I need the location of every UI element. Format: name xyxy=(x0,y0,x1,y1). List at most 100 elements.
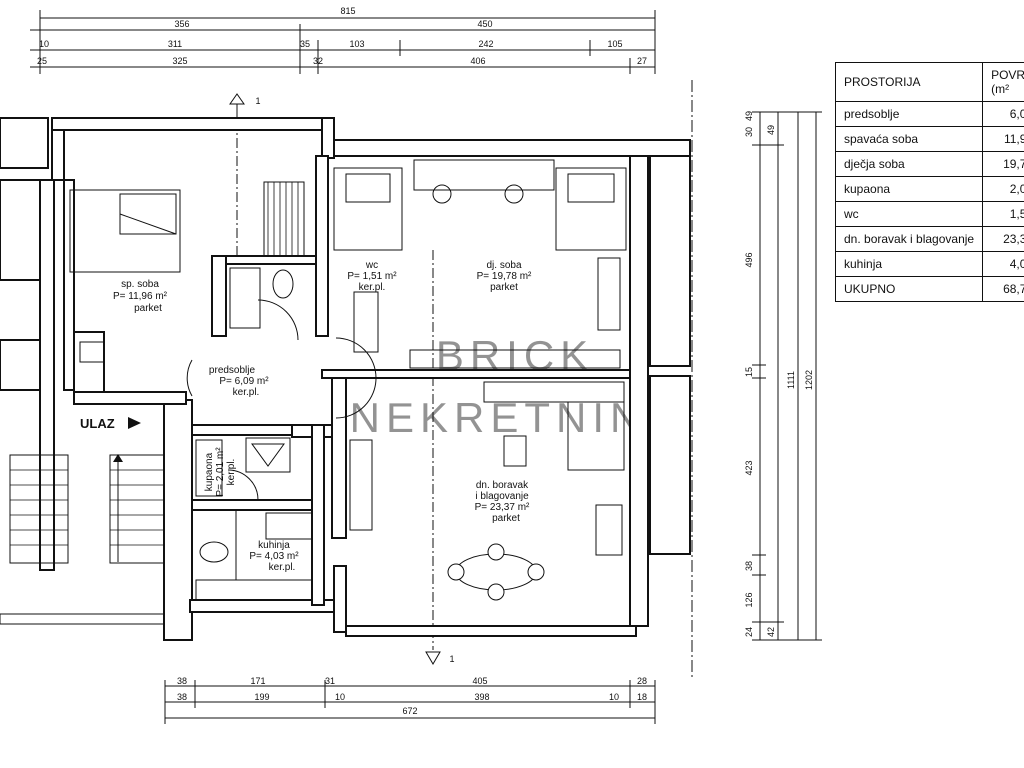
dim-top-right: 450 xyxy=(477,19,492,29)
kitchen-counter-hatch xyxy=(195,509,313,601)
room-predsoblje-area: P= 6,09 m² xyxy=(219,376,269,387)
dim-bot-r1-2: 171 xyxy=(250,676,265,686)
top-dimension-values: 815 356 450 10 311 35 103 242 105 25 325… xyxy=(37,6,647,66)
legend-row-value: 19,78 xyxy=(982,151,1024,177)
dim-side-6: 38 xyxy=(744,561,754,571)
entrance-marker: ULAZ xyxy=(80,416,141,431)
legend-row-value: 2,01 xyxy=(982,176,1024,202)
entrance-label: ULAZ xyxy=(80,416,115,431)
outer-walls xyxy=(0,117,691,641)
room-kupaona: kupaona P= 2,01 m² ker.pl. xyxy=(204,447,237,497)
side-dimension-lines xyxy=(752,111,822,641)
legend-row-name: dječja soba xyxy=(834,151,984,177)
dim-top-r3-2: 311 xyxy=(168,39,182,49)
dim-top-r4-2: 325 xyxy=(172,56,187,66)
staircase xyxy=(0,454,165,625)
dim-bot-r1-4: 405 xyxy=(472,676,487,686)
side-dimension-values: 30 49 496 15 423 38 126 24 49 42 1111 12… xyxy=(744,111,814,637)
dim-bot-r2-4: 398 xyxy=(474,692,489,702)
room-wc: wc P= 1,51 m² ker.pl. xyxy=(347,260,397,293)
dim-side-4: 15 xyxy=(744,367,754,377)
legend-total-label: UKUPNO xyxy=(834,276,984,302)
legend-row-value: 1,51 xyxy=(982,201,1024,227)
entrance-arrow-icon xyxy=(128,417,141,429)
room-wc-area: P= 1,51 m² xyxy=(347,271,397,282)
dim-side-1: 30 xyxy=(744,127,754,137)
section-marker-bottom: 1 xyxy=(425,651,455,665)
room-wc-name: wc xyxy=(365,260,378,271)
room-predsoblje-floor: ker.pl. xyxy=(233,387,260,398)
room-kuhinja-name: kuhinja xyxy=(258,540,290,551)
legend-row-name: kupaona xyxy=(834,176,984,202)
room-dj-soba-floor: parket xyxy=(490,282,518,293)
dim-top-r3-6: 105 xyxy=(607,39,622,49)
legend-row-name: spavaća soba xyxy=(834,126,984,152)
section-marker-top: 1 xyxy=(229,93,261,120)
dim-top-r4-5: 27 xyxy=(637,56,647,66)
dim-side-8: 24 xyxy=(744,627,754,637)
bed-bedroom xyxy=(69,189,181,273)
dim-side-2: 49 xyxy=(744,111,754,121)
legend-row-name: predsoblje xyxy=(834,101,984,127)
dim-bot-r2-1: 38 xyxy=(177,692,187,702)
bottom-dimension-values: 38 171 31 405 28 38 199 10 398 10 18 672 xyxy=(177,676,647,716)
room-boravak-name-1: dn. boravak xyxy=(476,480,529,491)
dim-side-9: 49 xyxy=(766,125,776,135)
legend-header-area: POVRŠ (m² xyxy=(982,62,1024,102)
section-marker-top-label: 1 xyxy=(255,96,260,106)
room-kuhinja-floor: ker.pl. xyxy=(269,562,296,573)
dim-top-r4-4: 406 xyxy=(470,56,485,66)
inner-walls xyxy=(63,155,631,606)
dim-top-r3-3: 35 xyxy=(300,39,310,49)
bottom-dimension-lines xyxy=(164,680,656,724)
dim-bot-r2-5: 10 xyxy=(609,692,619,702)
dim-bot-r2-6: 18 xyxy=(637,692,647,702)
dim-side-3: 496 xyxy=(744,252,754,267)
legend-row-name: dn. boravak i blagovanje xyxy=(834,226,984,252)
room-predsoblje: predsoblje P= 6,09 m² ker.pl. xyxy=(209,365,269,398)
section-marker-bottom-label: 1 xyxy=(449,654,454,664)
room-kuhinja: kuhinja P= 4,03 m² ker.pl. xyxy=(249,540,299,573)
room-dj-soba-name: dj. soba xyxy=(486,260,521,271)
dim-top-r3-1: 10 xyxy=(39,39,49,49)
dim-bot-total: 672 xyxy=(402,706,417,716)
bathroom-fixtures xyxy=(195,437,291,563)
room-sp-soba-name: sp. soba xyxy=(121,279,159,290)
room-kupaona-area: P= 2,01 m² xyxy=(215,447,226,497)
room-boravak-name-2: i blagovanje xyxy=(475,491,529,502)
room-wc-floor: ker.pl. xyxy=(359,282,386,293)
dim-side-12: 1202 xyxy=(804,370,814,390)
dining-table xyxy=(447,543,545,601)
dim-top-r3-4: 103 xyxy=(349,39,364,49)
room-kuhinja-area: P= 4,03 m² xyxy=(249,551,299,562)
room-sp-soba-area: P= 11,96 m² xyxy=(113,291,168,302)
room-predsoblje-name: predsoblje xyxy=(209,365,256,376)
beds-kids-room xyxy=(333,159,627,353)
legend-total-value: 68,75 xyxy=(982,276,1024,302)
legend-row-value: 23,37 xyxy=(982,226,1024,252)
dim-top-r4-3: 32 xyxy=(313,56,323,66)
legend-row-value: 6,09 xyxy=(982,101,1024,127)
room-dj-soba-area: P= 19,78 m² xyxy=(477,271,532,282)
dim-bot-r2-2: 199 xyxy=(254,692,269,702)
dim-bot-r1-1: 38 xyxy=(177,676,187,686)
legend-row-value: 11,96 xyxy=(982,126,1024,152)
closet-hatch xyxy=(79,181,621,369)
dim-top-r3-5: 242 xyxy=(478,39,493,49)
room-sp-soba: sp. soba P= 11,96 m² parket xyxy=(113,279,168,314)
room-boravak-floor: parket xyxy=(492,513,520,524)
sofa-living xyxy=(349,381,625,556)
dim-bot-r1-5: 28 xyxy=(637,676,647,686)
dim-side-5: 423 xyxy=(744,460,754,475)
legend-row: wc1,51 xyxy=(834,201,1024,227)
dim-bot-r1-3: 31 xyxy=(325,676,335,686)
wc-fixtures xyxy=(229,267,294,329)
room-dj-soba: dj. soba P= 19,78 m² parket xyxy=(477,260,532,293)
legend-row-name: kuhinja xyxy=(834,251,984,277)
dim-bot-r2-3: 10 xyxy=(335,692,345,702)
